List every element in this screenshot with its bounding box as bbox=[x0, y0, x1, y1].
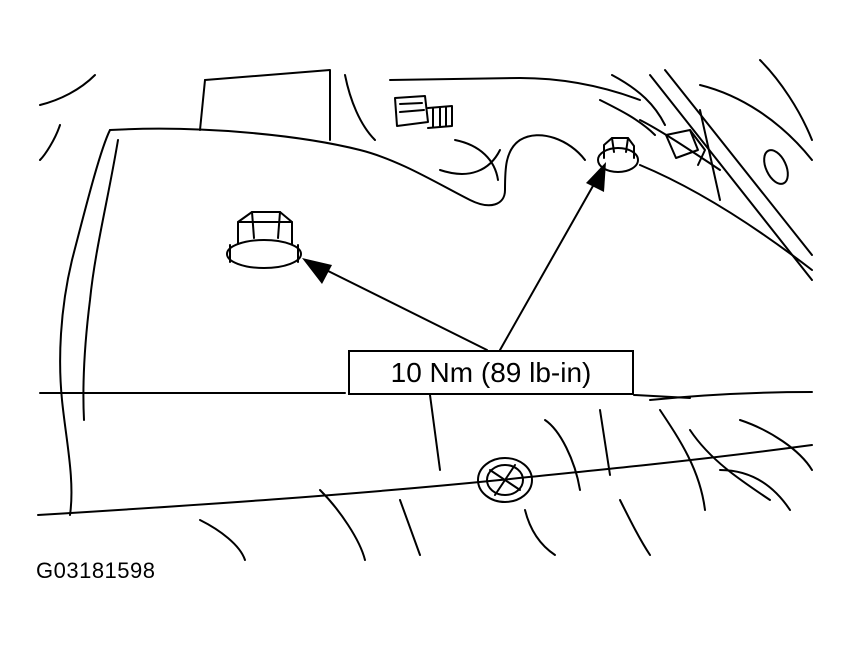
leader-lines bbox=[309, 169, 603, 351]
upper-stud-bolt bbox=[394, 95, 453, 129]
lower-components bbox=[199, 394, 813, 561]
arrowhead-right bbox=[586, 162, 606, 192]
background-contours bbox=[39, 59, 813, 161]
right-flange-bolt bbox=[597, 137, 639, 173]
far-right-bolt bbox=[665, 129, 706, 166]
heat-shield-panel bbox=[37, 127, 813, 516]
leader-line-right bbox=[499, 169, 603, 351]
figure-id-label: G03181598 bbox=[36, 558, 156, 583]
torque-callout-label: 10 Nm (89 lb-in) bbox=[348, 350, 634, 395]
left-flange-bolt bbox=[226, 211, 302, 269]
lower-round-bolt bbox=[477, 457, 533, 503]
arrowhead-left bbox=[302, 258, 332, 284]
bracket-rails bbox=[599, 69, 813, 281]
leader-line-left bbox=[309, 261, 488, 351]
